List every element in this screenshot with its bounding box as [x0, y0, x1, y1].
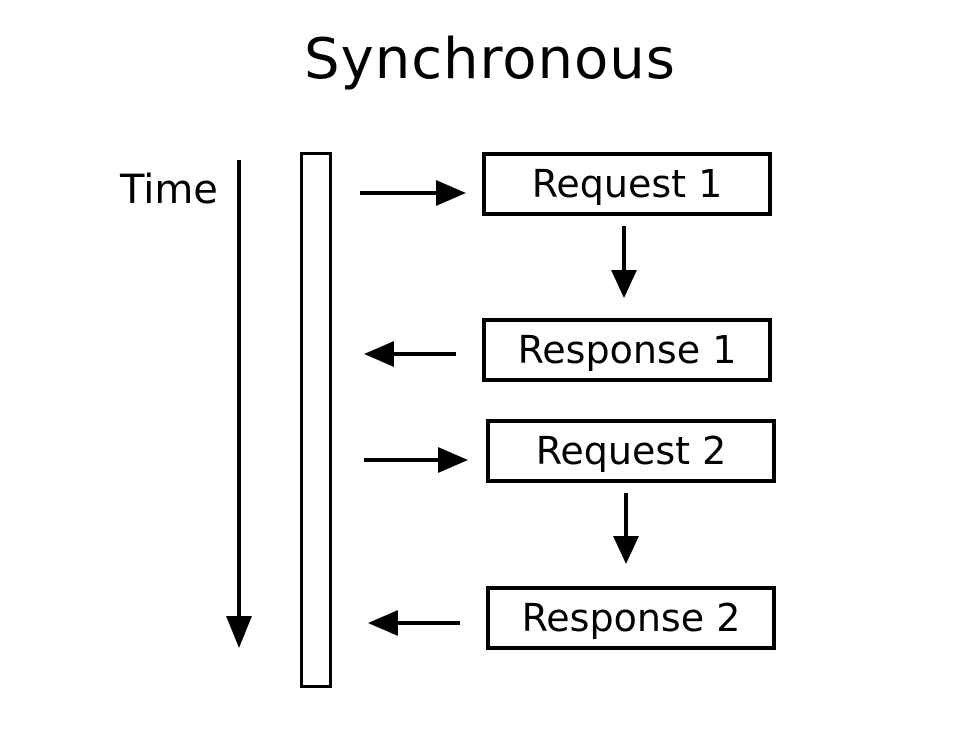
response-2-box: Response 2: [486, 586, 776, 650]
response-1-box: Response 1: [482, 318, 772, 382]
arrow-from-response-2: [368, 610, 460, 636]
arrow-to-request-1: [360, 180, 466, 206]
request-2-label: Request 2: [535, 429, 727, 473]
request-1-label: Request 1: [531, 162, 723, 206]
request-1-box: Request 1: [482, 152, 772, 216]
arrow-to-request-2: [364, 447, 468, 473]
time-axis-label: Time: [120, 167, 218, 213]
diagram-title: Synchronous: [304, 27, 676, 92]
arrow-request-2-down: [613, 493, 639, 564]
response-2-label: Response 2: [521, 596, 741, 640]
time-arrow: [226, 160, 252, 648]
arrow-from-response-1: [364, 341, 456, 367]
client-lifeline: [300, 152, 332, 688]
request-2-box: Request 2: [486, 419, 776, 483]
response-1-label: Response 1: [517, 328, 737, 372]
arrow-request-1-down: [611, 226, 637, 298]
